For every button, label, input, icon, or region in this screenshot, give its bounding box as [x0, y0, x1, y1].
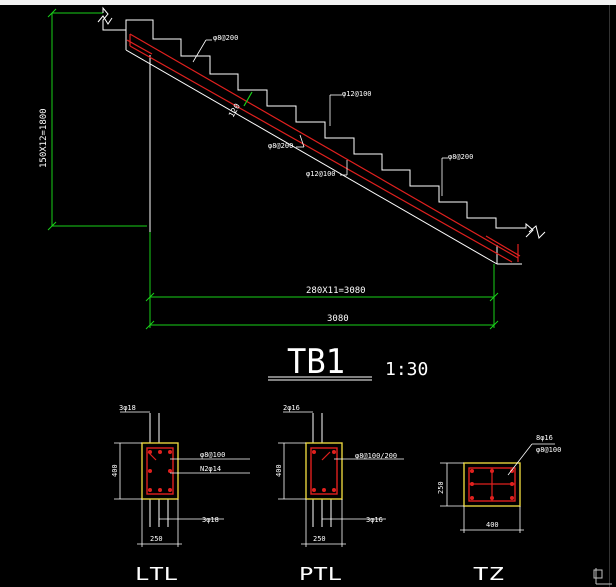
tz-main-bars: 8φ16 [536, 434, 553, 442]
ptl-top-bars: 2φ16 [283, 404, 300, 412]
ptl-concrete-outline [305, 442, 343, 500]
tz-concrete-outline [463, 462, 521, 507]
ucs-icon [593, 568, 612, 585]
ltl-stirrup [146, 447, 174, 495]
ptl-label: PTL [299, 564, 342, 585]
tz-height: 250 [437, 481, 445, 494]
section-ptl: 2φ16 φ8@100/200 3φ16 400 250 PTL [275, 404, 404, 585]
window-right-edge [609, 5, 616, 587]
slab-thickness-text: 120 [227, 102, 242, 119]
rebar-label-top-2: φ12@100 [342, 90, 372, 98]
step-profile [102, 6, 534, 238]
tz-label: TZ [473, 564, 504, 585]
slab-rebar [126, 33, 521, 263]
drawing-title-block: TB1 1:30 [268, 342, 428, 382]
window-top-edge [0, 0, 616, 5]
run-dimension [145, 232, 499, 330]
rebar-label-right: φ8@200 [448, 153, 473, 161]
section-tz: 8φ16 φ8@100 250 400 TZ [437, 434, 561, 585]
ltl-label: LTL [135, 564, 178, 585]
ltl-width: 250 [150, 535, 163, 543]
slab-thickness-tick [243, 91, 253, 107]
ptl-stirrups: φ8@100/200 [355, 452, 397, 460]
slab-soffit [125, 49, 498, 265]
ltl-height: 400 [111, 464, 119, 477]
ptl-height: 400 [275, 464, 283, 477]
ltl-side-bars: N2φ14 [200, 465, 221, 473]
tz-stirrups: φ8@100 [536, 446, 561, 454]
section-ltl: 3φ18 φ8@100 N2φ14 3φ18 400 250 LTL [111, 404, 250, 585]
break-mark-top [97, 15, 113, 25]
total-dimension-text: 3080 [327, 314, 349, 324]
tz-width: 400 [486, 521, 499, 529]
height-dimension [47, 8, 147, 231]
ptl-width: 250 [313, 535, 326, 543]
rebar-label-top-1: φ8@200 [213, 34, 238, 42]
ptl-bottom-bars: 3φ16 [366, 516, 383, 524]
ltl-concrete-outline [141, 442, 179, 500]
ltl-stirrups: φ8@100 [200, 451, 225, 459]
run-dimension-text: 280X11=3080 [306, 286, 366, 296]
rebar-callout-leaders [192, 39, 448, 196]
drawing-scale: 1:30 [385, 359, 428, 380]
ptl-stirrup [310, 447, 338, 495]
break-mark-bottom [528, 225, 546, 239]
stair-elevation: 150X12=1800 [39, 6, 546, 330]
drawing-title: TB1 [287, 342, 345, 382]
rebar-label-bottom: φ12@100 [306, 170, 336, 178]
height-dimension-text: 150X12=1800 [39, 108, 49, 168]
ltl-bottom-bars: 3φ18 [202, 516, 219, 524]
rebar-label-mid: φ8@200 [268, 142, 293, 150]
ltl-top-bars: 3φ18 [119, 404, 136, 412]
